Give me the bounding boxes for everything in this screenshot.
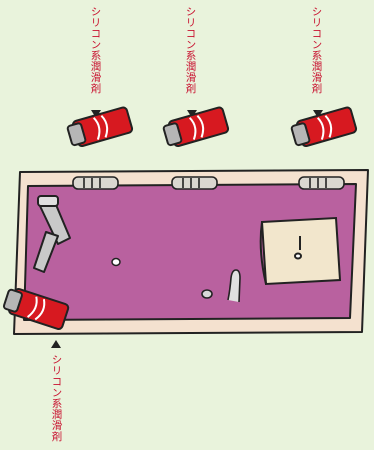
spray-can-icon [66, 106, 134, 148]
label-bottom-left: シリコン系潤滑剤 [50, 354, 63, 442]
arrow-up-icon [51, 340, 61, 348]
stopper [201, 269, 241, 303]
door-roller [298, 176, 345, 190]
arrow-down-icon [187, 110, 197, 118]
tub-basin [23, 183, 357, 321]
spray-can-icon [290, 106, 358, 148]
label-top-right: シリコン系潤滑剤 [310, 6, 323, 94]
drain-icon [111, 257, 121, 267]
spray-can-icon [2, 288, 70, 330]
arrow-down-icon [313, 110, 323, 118]
door-roller [171, 176, 218, 190]
label-top-left: シリコン系潤滑剤 [89, 6, 102, 94]
bath-tray [259, 216, 342, 286]
faucet-icon [33, 195, 71, 273]
door-roller [72, 176, 119, 190]
spray-can-icon [162, 106, 230, 148]
arrow-down-icon [91, 110, 101, 118]
label-top-middle: シリコン系潤滑剤 [184, 6, 197, 94]
